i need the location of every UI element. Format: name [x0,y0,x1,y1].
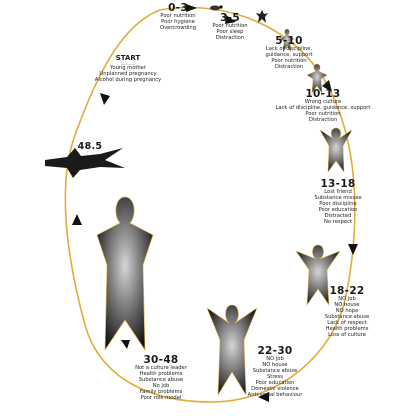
stage-line: No job [152,382,170,389]
stage-line: Family problems [139,388,183,395]
stage-line: Poor nutrition [160,13,196,20]
stage-line: NO job [338,296,356,303]
stage-age: 13-18 [320,178,356,190]
stage-age: 18-22 [329,285,365,297]
stage-line: Poor discipline [319,201,357,207]
stage-line: Lack of discipline, [265,46,313,53]
stage-line: Poor education [318,206,358,213]
stage-line: Poor education [255,379,295,386]
stage-line: Anti-social behaviour [247,391,303,398]
figure-0-3 [210,5,223,11]
stage-line: Substance abuse [324,313,370,320]
stage-age: 3-5 [220,12,240,24]
stage-10-13: 10-13 Wrong culture Lack of discipline, … [268,88,378,124]
stage-line: No respect [324,218,352,225]
stage-line: guidance, support [265,52,313,59]
stage-age: 10-13 [305,88,341,100]
stage-line: Substance misuse [314,195,362,202]
stage-age: 30-48 [143,354,179,366]
figure-13-18 [319,127,353,173]
stage-5-10: 5-10 Lack of discipline, guidance, suppo… [258,35,320,71]
stage-line: Poor hygiene [161,19,195,26]
arrow-icon [258,392,269,402]
stage-age: 5-10 [275,35,303,47]
start-tiny: ———— [120,62,136,67]
stage-line: Lack of respect [327,319,367,326]
stage-line: Stress [267,373,283,380]
stage-age: 22-30 [257,345,293,357]
stage-line: Wrong culture [304,99,342,106]
stage-line: Lack of discipline, guidance, support [275,105,371,112]
figure-5-10 [279,28,295,53]
arrow-icon [225,15,236,24]
stage-line: Not a culture leader [135,365,187,372]
arrow-icon [348,244,358,255]
arrow-icon [72,214,82,225]
stage-line: Domestic violence [251,385,299,392]
stage-line: Health problems [325,325,369,332]
stage-18-22: 18-22 NO job NO house NO hope Substance … [318,285,376,339]
stage-age: 0-3 [168,2,188,14]
stage-line: Health problems [139,371,183,378]
arrow-icon [322,80,332,92]
stage-line: Overcrowding [160,25,196,31]
start-line: Young mother [109,65,147,72]
stage-line: NO house [334,302,360,309]
figure-3-5 [256,10,268,23]
stage-30-48: 30-48 Not a culture leader Health proble… [128,354,194,402]
stage-line: NO house [262,362,288,369]
stage-line: Distraction [274,63,304,70]
start-title: START [115,54,141,62]
stage-line: Lost friend [324,189,352,196]
stage-13-18: 13-18 Lost friend Substance misuse Poor … [306,178,370,226]
stage-line: Poor nutrition [271,58,307,64]
stage-age: 48.5 [77,141,103,152]
stage-line: Poor nutrition [305,111,341,117]
start-line: Unplanned pregnancy [99,71,157,78]
stage-line: Distraction [308,116,338,123]
figure-30-48 [96,196,154,352]
stage-3-5: 3-5 Poor nutrition Poor sleep Distractio… [202,12,258,42]
figure-22-30 [206,304,258,397]
stage-line: Poor sleep [216,29,244,36]
stage-line: NO job [266,356,284,363]
stage-line: Distraction [215,35,245,41]
stage-line: Poor nutrition [212,23,248,30]
start-label: START ———— Young mother Unplanned pregna… [86,54,170,84]
start-line: Alcohol during pregnancy [94,77,162,84]
stage-line: Substance abuse [138,377,184,383]
stage-48-5: 48.5 [76,141,104,153]
stage-line: Poor role model [140,394,182,401]
stage-line: Distracted [324,212,352,219]
stage-line: NO hope [335,308,359,314]
arrow-icon [121,340,130,349]
stage-0-3: 0-3 Poor nutrition Poor hygiene Overcrow… [150,2,206,32]
stage-22-30: 22-30 NO job NO house Substance abuse St… [240,345,310,399]
figure-48-5 [45,148,125,178]
figure-18-22 [295,244,341,307]
arrow-icon [186,4,197,12]
stage-line: Substance abuse [252,368,298,374]
stage-line: Loss of culture [328,331,366,338]
figure-10-13 [306,63,328,94]
arrow-icon [100,93,110,105]
